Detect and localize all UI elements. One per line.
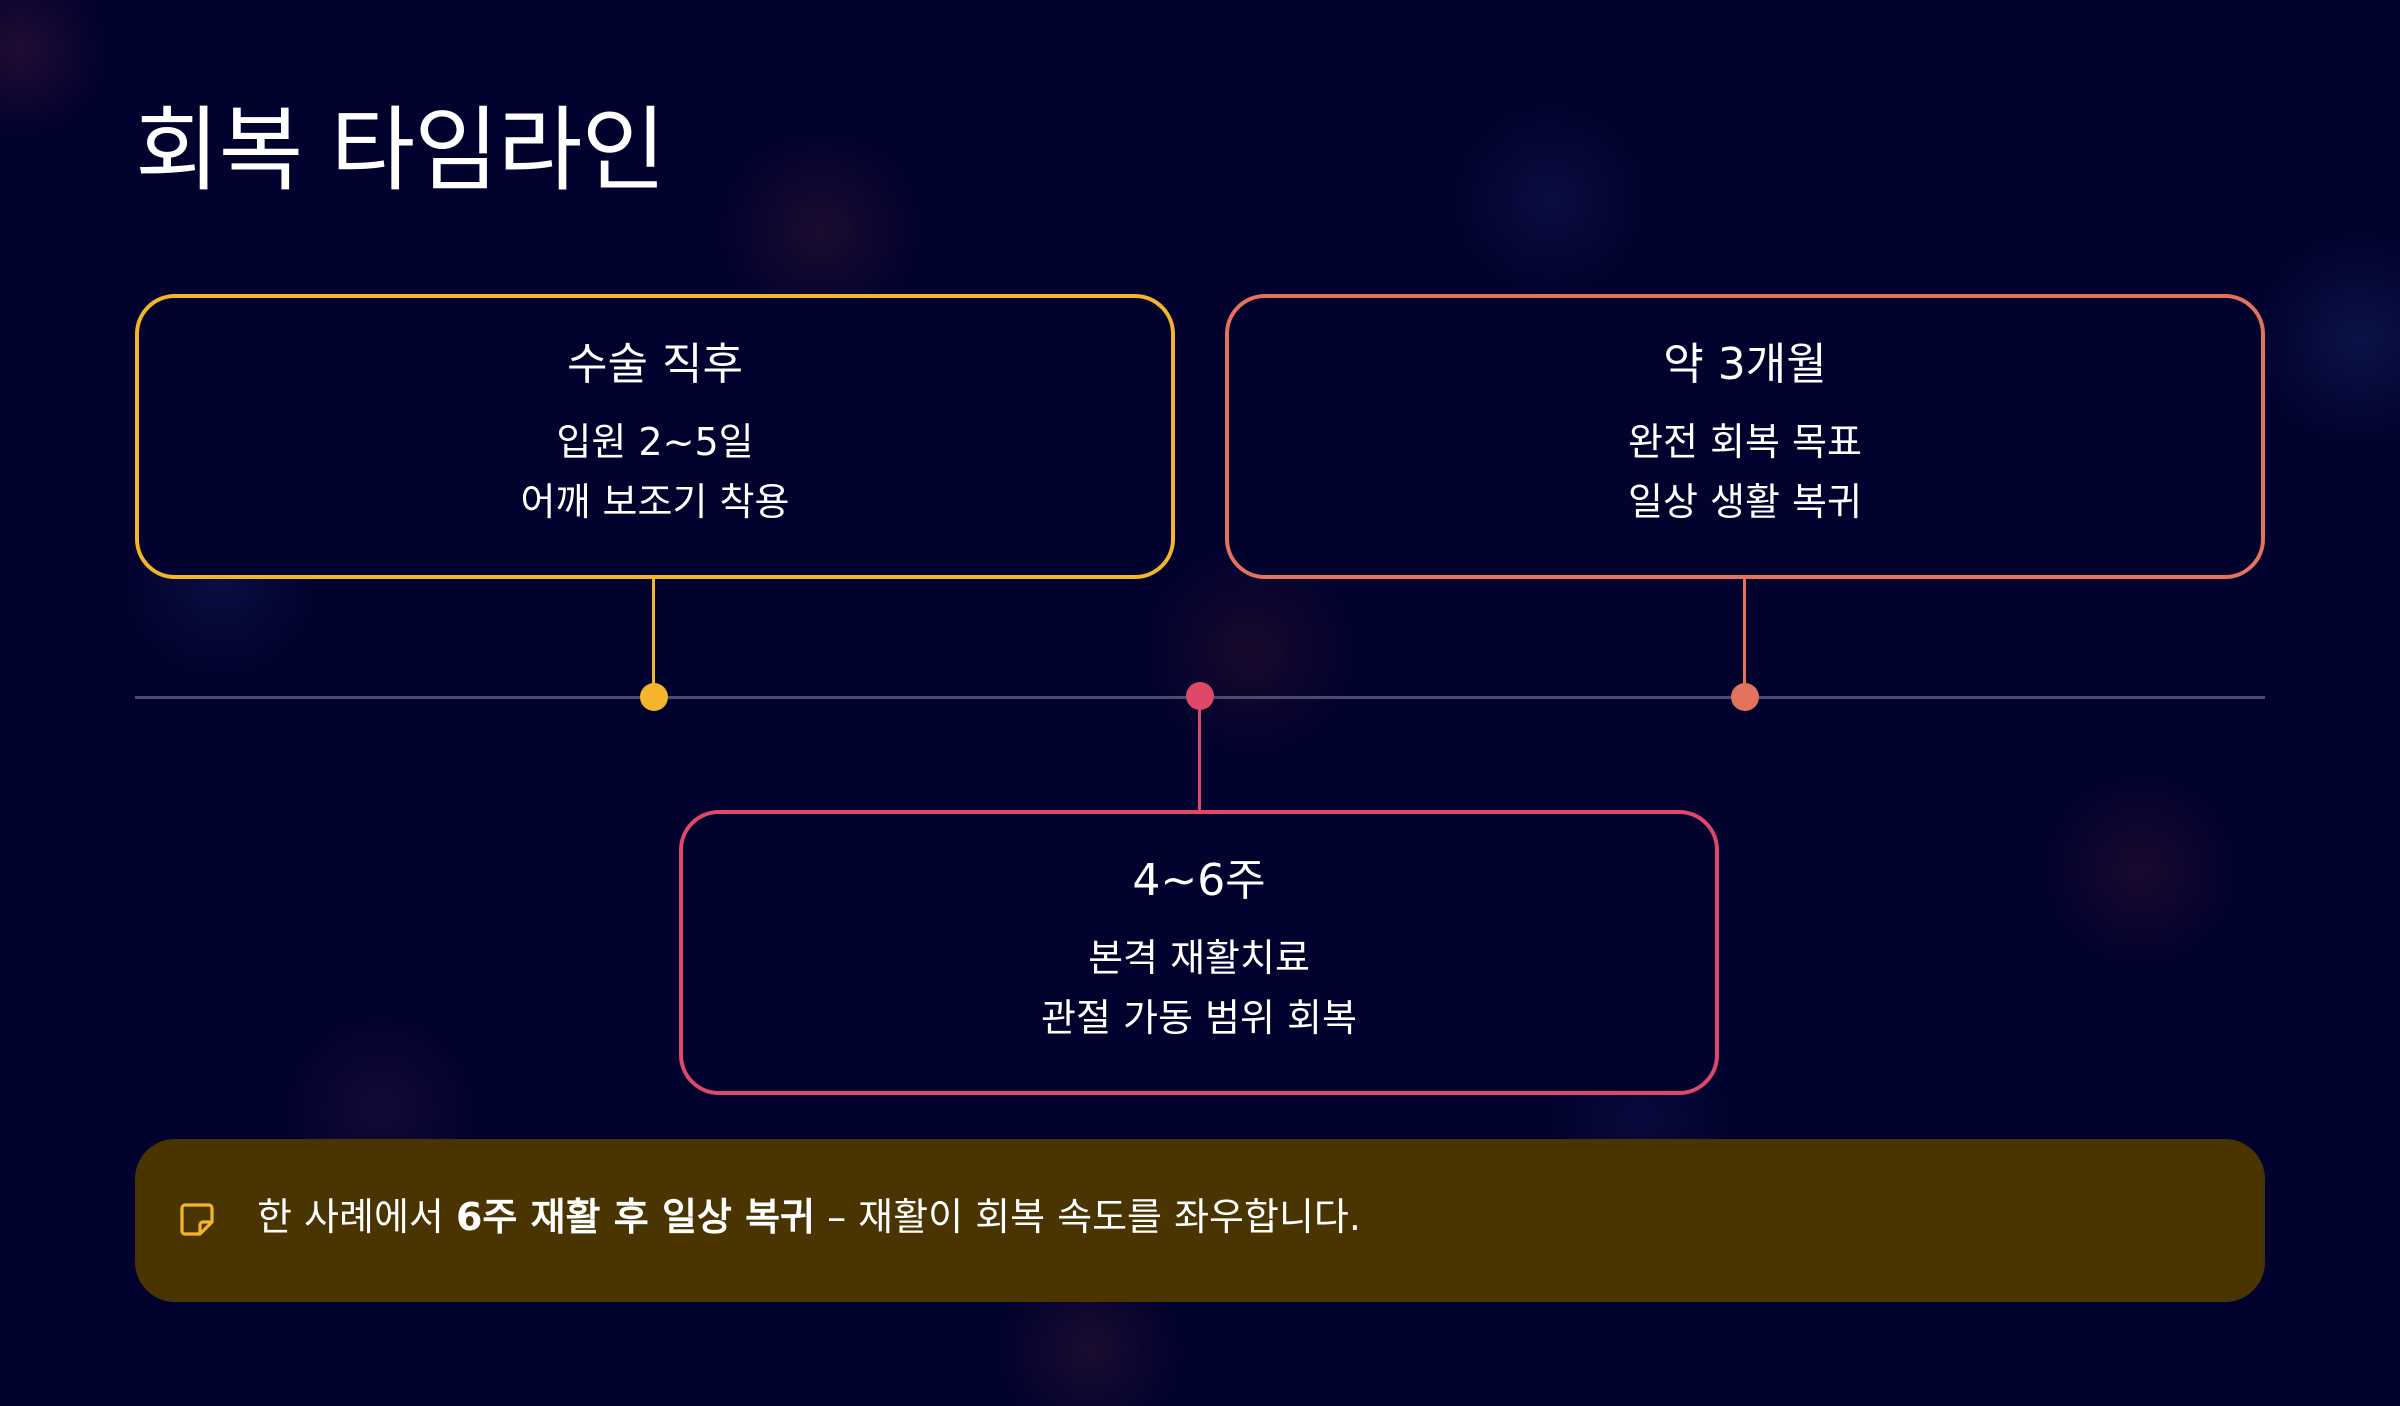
note-highlight: 6주 재활 후 일상 복귀: [455, 1195, 816, 1239]
stage-title: 약 3개월: [1663, 339, 1827, 390]
stage-detail: 관절 가동 범위 회복: [1041, 996, 1357, 1040]
stage-connector: [652, 578, 655, 696]
sticky-note-icon: [179, 1201, 215, 1237]
note-suffix: – 재활이 회복 속도를 좌우합니다.: [815, 1195, 1361, 1239]
stage-connector: [1198, 698, 1201, 810]
stage-marker: [640, 683, 668, 711]
stage-marker: [1731, 683, 1759, 711]
stage-detail: 일상 생활 복귀: [1628, 480, 1862, 524]
stage-card-immediate: 수술 직후 입원 2~5일 어깨 보조기 착용: [135, 294, 1175, 579]
stage-card-months: 약 3개월 완전 회복 목표 일상 생활 복귀: [1225, 294, 2265, 579]
stage-marker: [1186, 682, 1214, 710]
stage-card-weeks: 4~6주 본격 재활치료 관절 가동 범위 회복: [679, 810, 1719, 1095]
stage-detail: 입원 2~5일: [556, 420, 754, 464]
note-prefix: 한 사례에서: [257, 1195, 456, 1239]
stage-detail: 본격 재활치료: [1088, 936, 1310, 980]
stage-detail: 완전 회복 목표: [1628, 420, 1862, 464]
note-text: 한 사례에서 6주 재활 후 일상 복귀 – 재활이 회복 속도를 좌우합니다.: [257, 1191, 1361, 1244]
stage-detail: 어깨 보조기 착용: [520, 480, 790, 524]
stage-title: 4~6주: [1132, 855, 1266, 906]
stage-title: 수술 직후: [567, 339, 743, 390]
callout-note: 한 사례에서 6주 재활 후 일상 복귀 – 재활이 회복 속도를 좌우합니다.: [135, 1139, 2265, 1302]
stage-connector: [1743, 578, 1746, 696]
page-title: 회복 타임라인: [135, 97, 666, 204]
